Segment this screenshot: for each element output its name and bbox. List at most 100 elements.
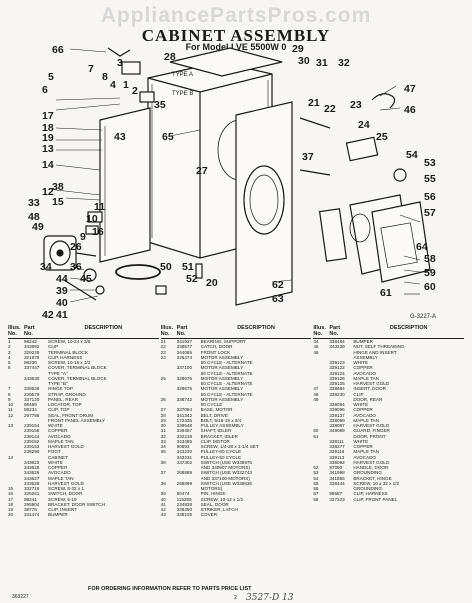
part-number: 339126 (329, 375, 345, 381)
header-description: DESCRIPTION (237, 325, 275, 331)
illus-number: 20 (8, 512, 14, 518)
part-description: HINGE TOP (48, 386, 74, 392)
callout-45: 45 (80, 273, 92, 285)
illus-number: 2 (8, 344, 11, 350)
callout-65: 65 (162, 131, 174, 143)
callout-32: 32 (338, 57, 350, 69)
part-number: 332218 (176, 433, 193, 439)
part-description: AND 340907 MOTORS) (200, 465, 250, 470)
part-number: 339105 (176, 512, 193, 518)
part-number: 338484 (329, 339, 345, 344)
illus-number: 55 (313, 480, 319, 486)
callout-59: 59 (424, 267, 436, 279)
illus-number: 31 (160, 428, 166, 434)
part-description: FRONT LOCK (200, 349, 231, 355)
part-description: COVER (200, 512, 218, 518)
part-number: 343239 (329, 344, 345, 350)
part-description: AVOCADO (353, 370, 376, 376)
exploded-diagram: 66 5 6 7 8 3 4 1 2 28 29 30 31 32 17 18 … (28, 43, 436, 321)
part-number: 338094 (329, 402, 345, 407)
part-number: 98234 (24, 407, 37, 413)
callout-24: 24 (358, 119, 370, 131)
callout-14: 14 (42, 159, 54, 171)
part-description: BRACKET, DOOR SWITCH (48, 501, 105, 507)
callout-8: 8 (102, 71, 108, 83)
part-number: 339457 (176, 428, 193, 434)
illus-number: 53 (313, 470, 319, 476)
part-description: MOTOR ASSEMBLY (200, 375, 244, 381)
illus-number: 3 (8, 349, 11, 355)
callout-66: 66 (52, 44, 64, 56)
front-panel (235, 101, 293, 306)
part-description: PULLEY-60 CYCLE (200, 449, 242, 455)
part-number: 98241 (24, 496, 37, 502)
part-number: 98230 (24, 360, 37, 365)
callout-61: 61 (380, 287, 392, 299)
illus-number: 37 (160, 470, 166, 476)
part-number: 297786 (24, 412, 40, 418)
part-description: CLIP, HARNESS (353, 491, 388, 497)
part-description: COPPER (353, 365, 373, 371)
callout-62: 62 (272, 279, 284, 291)
part-number: 343230 (176, 449, 193, 455)
part-description: WHITE (48, 459, 63, 465)
illus-number: 22 (160, 344, 166, 350)
part-description: COVER, TERMINAL BLOCK (48, 375, 107, 381)
callout-37: 37 (302, 151, 314, 163)
illus-number: 42 (160, 507, 166, 512)
part-number: 337223 (329, 496, 345, 502)
part-number: 238290 (24, 449, 40, 455)
part-number: 239156 (24, 428, 40, 434)
part-description: SCREW, 10 x 32 x 1/2 (353, 480, 400, 486)
illus-number: 21 (160, 339, 166, 344)
illus-number: 54 (313, 475, 319, 481)
part-description: SWITCH (USE W332743 (200, 470, 252, 476)
part-description: WHITE (353, 360, 369, 365)
part-description: ASSEMBLY (353, 354, 378, 360)
illus-number: 51 (313, 433, 319, 439)
part-description: GROUNDING (353, 470, 382, 476)
part-description: SWITCH, DOOR (48, 491, 83, 497)
callout-36: 36 (70, 261, 82, 273)
part-description: DOOR, REAR (353, 396, 383, 402)
part-number: 98242 (24, 339, 37, 344)
part-description: SEAL, FRONT DRUM (48, 412, 94, 418)
header-part: Part (329, 325, 341, 331)
part-number: 325261 (24, 491, 40, 497)
part-number: 338450 (176, 507, 193, 512)
table-row: ASSEMBLY (313, 355, 464, 360)
part-number: 337100 (176, 365, 193, 371)
illus-number: 18 (8, 501, 14, 507)
illus-number: 35 (160, 449, 166, 455)
illus-number: 33 (160, 438, 166, 444)
callout-43: 43 (114, 131, 126, 143)
header-part-no: No. (329, 331, 339, 337)
header-part: Part (176, 325, 188, 331)
part-description: AVOCADO (353, 412, 376, 418)
callout-23: 23 (350, 99, 362, 111)
part-number: 343627 (24, 475, 40, 481)
illus-number: 57 (313, 491, 319, 497)
part-description: 50 CYCLE - ALTERNATE (200, 381, 253, 386)
part-number: 343231 (176, 454, 193, 460)
part-number: 341927 (176, 339, 193, 344)
part-description: 60 CYCLE - ALTERNATE (200, 370, 253, 376)
